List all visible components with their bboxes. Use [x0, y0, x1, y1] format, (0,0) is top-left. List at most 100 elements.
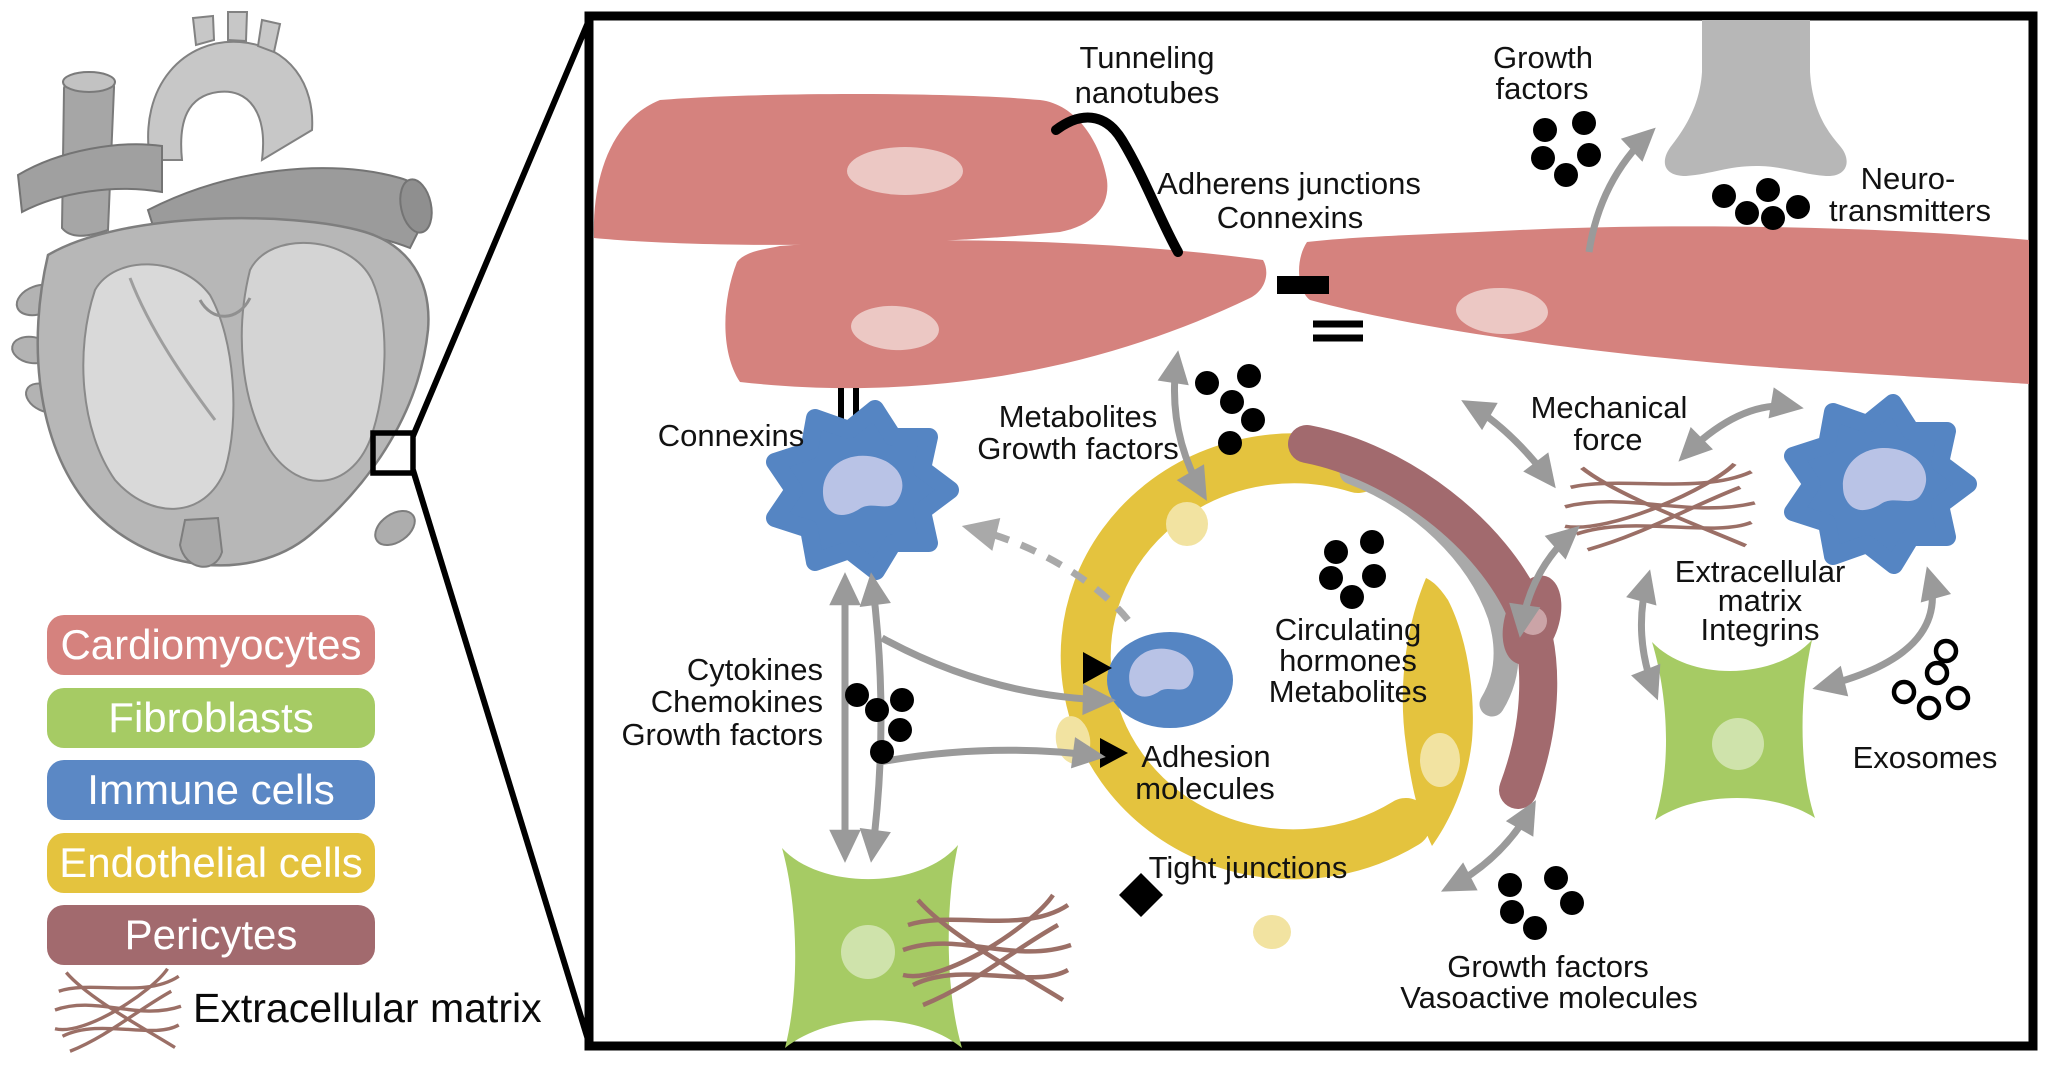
arrow-cytokines-to-vessel-upper	[880, 634, 1116, 716]
endothelial-nucleus	[1420, 733, 1460, 787]
arrow-cytokines-to-vessel-lower	[879, 737, 1106, 769]
arrow-vessel-to-pericyte	[1441, 800, 1536, 892]
label-connexins-left: Connexins	[658, 418, 804, 453]
molecule-dots-cytokines	[845, 683, 914, 764]
callout-line-bottom	[410, 469, 592, 1044]
legend-item-ecm: Extracellular matrix	[53, 967, 542, 1053]
label-tunneling-nanotubes: nanotubes	[1075, 75, 1220, 110]
endothelium-right-bulge	[1402, 578, 1473, 846]
heart-illustration	[11, 11, 433, 568]
legend-label: Endothelial cells	[59, 839, 363, 886]
adhesion-molecule-icon	[1083, 652, 1128, 768]
label-metabolites: Growth factors	[977, 431, 1179, 466]
label-growth-factors-vasoactive: Growth factors	[1447, 949, 1649, 984]
label-mechanical-force: force	[1574, 422, 1643, 457]
label-ecm-integrins: matrix	[1718, 583, 1803, 618]
legend-item-endothelial-cells: Endothelial cells	[47, 833, 375, 893]
legend-swatch	[47, 760, 375, 820]
zoom-panel: Tunneling nanotubes Adherens junctions C…	[584, 11, 2038, 1051]
apex-vessel	[178, 516, 224, 568]
molecule-dots-circulating-hormones	[1319, 530, 1386, 609]
ecm-fibers-icon	[53, 967, 183, 1053]
right-ventricle	[240, 241, 386, 482]
molecule-dots-growth-factors-top	[1531, 111, 1601, 187]
label-circulating-hormones: Metabolites	[1269, 674, 1428, 709]
cardiomyocyte-cell-left	[725, 240, 1267, 389]
label-circulating-hormones: hormones	[1279, 643, 1417, 678]
cardiomyocyte-cell-top	[593, 94, 1108, 245]
label-tight-junctions: Tight junctions	[1149, 850, 1348, 885]
label-tunneling-nanotubes: Tunneling	[1079, 40, 1214, 75]
cardiomyocyte-nucleus	[847, 147, 963, 195]
aorta	[147, 40, 314, 162]
immune-cell-left	[766, 400, 959, 580]
label-adhesion-molecules: Adhesion	[1141, 739, 1270, 774]
label-cytokines: Chemokines	[651, 684, 823, 719]
molecule-dots-vasoactive	[1498, 866, 1584, 940]
legend-swatch	[47, 833, 375, 893]
legend: Cardiomyocytes Fibroblasts Immune cells …	[47, 615, 542, 1053]
aorta-branch	[256, 18, 282, 54]
cardiomyocyte-cell-right	[1299, 226, 2029, 384]
arrow-growth-factors-to-neuron	[1585, 127, 1656, 253]
legend-label: Immune cells	[87, 766, 334, 813]
label-adherens-junctions: Adherens junctions	[1157, 166, 1421, 201]
arrow-ecm-fibroblast	[1626, 569, 1661, 701]
label-growth-factors-top: factors	[1495, 71, 1588, 106]
panel-labels: Tunneling nanotubes Adherens junctions C…	[621, 40, 1997, 1015]
legend-label: Cardiomyocytes	[60, 621, 361, 668]
arrow-ecm-immune	[1678, 387, 1804, 462]
legend-label: Pericytes	[125, 911, 298, 958]
legend-swatch	[47, 615, 375, 675]
legend-item-cardiomyocytes: Cardiomyocytes	[47, 615, 375, 675]
zoom-region-box	[370, 430, 416, 476]
tight-junction-icon	[1119, 873, 1163, 917]
legend-ecm-label: Extracellular matrix	[193, 985, 542, 1031]
arrow-cardiomyocyte-ecm	[1461, 400, 1556, 489]
label-ecm-integrins: Extracellular	[1675, 554, 1846, 589]
label-ecm-integrins: Integrins	[1701, 612, 1820, 647]
valve-line	[128, 277, 217, 421]
valve-line	[198, 297, 252, 318]
pulmonary-trunk-opening	[399, 178, 433, 234]
label-neurotransmitters: transmitters	[1829, 193, 1991, 228]
cardiomyocyte-nucleus	[1456, 287, 1548, 335]
callout-line-top	[410, 18, 592, 438]
label-mechanical-force: Mechanical	[1531, 390, 1688, 425]
blood-vessel	[1055, 425, 1562, 949]
connexin-gap-junction-icon	[1313, 320, 1363, 342]
neuron-terminal	[1664, 20, 1847, 177]
endothelial-nucleus	[1253, 915, 1291, 949]
molecule-dots-neurotransmitters	[1712, 178, 1810, 230]
label-cytokines: Growth factors	[621, 717, 823, 752]
legend-swatch	[47, 688, 375, 748]
label-growth-factors-vasoactive: Vasoactive molecules	[1400, 980, 1698, 1015]
aorta-branch	[227, 11, 249, 43]
legend-item-immune-cells: Immune cells	[47, 760, 375, 820]
aorta-branch	[191, 14, 216, 47]
fibroblast-right	[1652, 640, 1815, 820]
immune-cell-in-vessel	[1107, 632, 1233, 728]
fibroblast-left	[782, 845, 962, 1048]
arrow-fibroblast-immune	[1812, 566, 1952, 697]
arrow-metabolites-vertical	[1157, 350, 1207, 501]
legend-item-fibroblasts: Fibroblasts	[47, 688, 375, 748]
pulmonary-artery-left	[16, 143, 163, 214]
legend-label: Fibroblasts	[108, 694, 313, 741]
label-growth-factors-top: Growth	[1493, 40, 1593, 75]
left-ventricle	[82, 263, 235, 510]
zoom-callout	[370, 18, 592, 1044]
label-cytokines: Cytokines	[687, 652, 823, 687]
arrow-pericyte-ecm	[1509, 525, 1580, 638]
endothelium-ring	[1060, 433, 1431, 880]
vessel-opening	[62, 71, 116, 93]
endothelial-nucleus	[1166, 502, 1208, 546]
fibroblast-nucleus	[1712, 718, 1764, 770]
label-neurotransmitters: Neuro-	[1861, 161, 1956, 196]
label-metabolites: Metabolites	[999, 399, 1158, 434]
side-vessel	[374, 509, 416, 547]
immune-cell-right	[1784, 394, 1977, 574]
legend-swatch	[47, 905, 375, 965]
